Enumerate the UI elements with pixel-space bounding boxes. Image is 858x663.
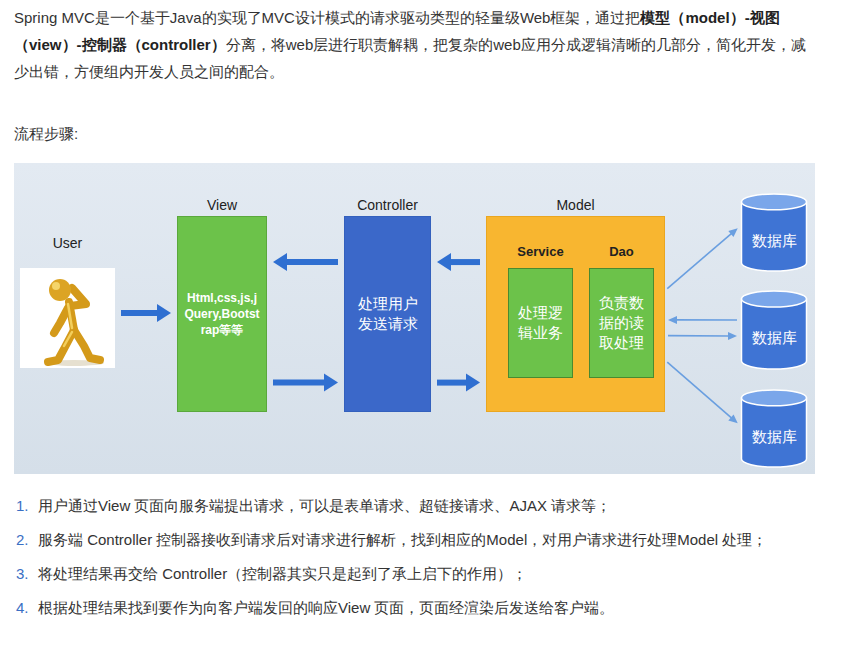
figure-arm [70,288,86,306]
flow-arrow [121,304,171,322]
flow-arrow [273,253,338,271]
step-number: 1. [16,492,29,519]
arrow-shaft [121,310,158,316]
arrow-head [437,253,451,271]
arrow-head [324,374,338,392]
step-number: 4. [16,594,29,621]
diagram-ground: UserViewHtml,css,js,jQuery,Bootstrap等等Co… [14,163,815,474]
node-text: 数据库 [740,427,808,447]
controller-box: Controller处理用户发送请求 [344,216,431,412]
service-box: Service处理逻辑业务 [508,268,573,378]
figure-shine [64,332,72,346]
database-cylinder: 数据库 [740,290,808,370]
user-figure [20,268,115,368]
arrow-head [728,228,737,237]
figure-head [49,279,71,301]
step-item: 3. 将处理结果再交给 Controller（控制器其实只是起到了承上启下的作用）… [14,560,804,587]
flow-arrow [437,253,480,271]
node-heading: Dao [609,243,634,261]
arrow-shaft [667,233,731,288]
user-box: User [20,268,115,368]
flow-arrow [668,332,737,340]
flow-arrow [668,316,737,324]
step-list: 1. 用户通过View 页面向服务端提出请求，可以是表单请求、超链接请求、AJAX… [14,492,804,628]
arrow-shaft [286,259,338,265]
node-heading: User [53,234,83,252]
steps-heading: 流程步骤: [14,122,78,146]
database-cylinder: 数据库 [740,193,808,272]
arrow-shaft [437,380,467,386]
arrow-head [273,253,287,271]
arrow-shaft [667,362,731,418]
node-heading: Model [556,196,594,214]
arrow-head [466,374,480,392]
arrow-shaft [676,319,737,321]
arrow-head [728,414,737,423]
dao-box: Dao负责数据的读取处理 [589,268,654,378]
figure-highlight [64,304,72,346]
node-heading: Service [517,243,563,261]
figure-leg [74,330,100,360]
cylinder-top [742,194,807,210]
flow-arrow [667,228,737,288]
figure-shine [68,304,72,328]
step-item: 1. 用户通过View 页面向服务端提出请求，可以是表单请求、超链接请求、AJAX… [14,492,804,519]
cylinder-top [742,390,807,406]
node-text: Html,css,js,jQuery,Bootstrap等等 [178,290,266,338]
steps-heading-text: 流程步骤: [14,125,78,142]
arrow-shaft [668,335,729,337]
step-text: 将处理结果再交给 Controller（控制器其实只是起到了承上启下的作用）； [38,565,527,582]
node-text: 数据库 [740,328,808,348]
step-text: 用户通过View 页面向服务端提出请求，可以是表单请求、超链接请求、AJAX 请… [38,497,611,514]
step-text: 根据处理结果找到要作为向客户端发回的响应View 页面，页面经渲染后发送给客户端… [38,599,614,616]
arrow-head [728,332,737,340]
step-item: 4. 根据处理结果找到要作为向客户端发回的响应View 页面，页面经渲染后发送给客… [14,594,804,621]
node-text: 处理逻辑业务 [509,303,572,343]
flow-arrow [667,362,737,423]
node-text: 负责数据的读取处理 [590,293,653,353]
cylinder-top [742,291,807,307]
arrow-head [668,316,677,324]
step-number: 3. [16,560,29,587]
step-text: 服务端 Controller 控制器接收到请求后对请求进行解析，找到相应的Mod… [38,531,767,548]
flow-arrow [437,374,480,392]
node-heading: Controller [357,196,418,214]
step-number: 2. [16,526,29,553]
arrow-head [157,304,171,322]
intro-paragraph: Spring MVC是一个基于Java的实现了MVC设计模式的请求驱动类型的轻量… [14,4,814,85]
node-text: 数据库 [740,231,808,251]
figure-head-shine [52,282,60,290]
arrow-shaft [450,259,480,265]
node-heading: View [207,196,237,214]
figure-arm [54,308,68,333]
node-text: 处理用户发送请求 [345,294,430,334]
database-cylinder: 数据库 [740,389,808,468]
model-box: ModelService处理逻辑业务Dao负责数据的读取处理 [486,216,665,412]
figure-ground [20,268,115,368]
view-box: ViewHtml,css,js,jQuery,Bootstrap等等 [177,216,267,412]
flow-arrow [273,374,338,392]
intro-text: Spring MVC是一个基于Java的实现了MVC设计模式的请求驱动类型的轻量… [14,9,640,26]
step-item: 2. 服务端 Controller 控制器接收到请求后对请求进行解析，找到相应的M… [14,526,804,553]
arrow-shaft [273,380,325,386]
